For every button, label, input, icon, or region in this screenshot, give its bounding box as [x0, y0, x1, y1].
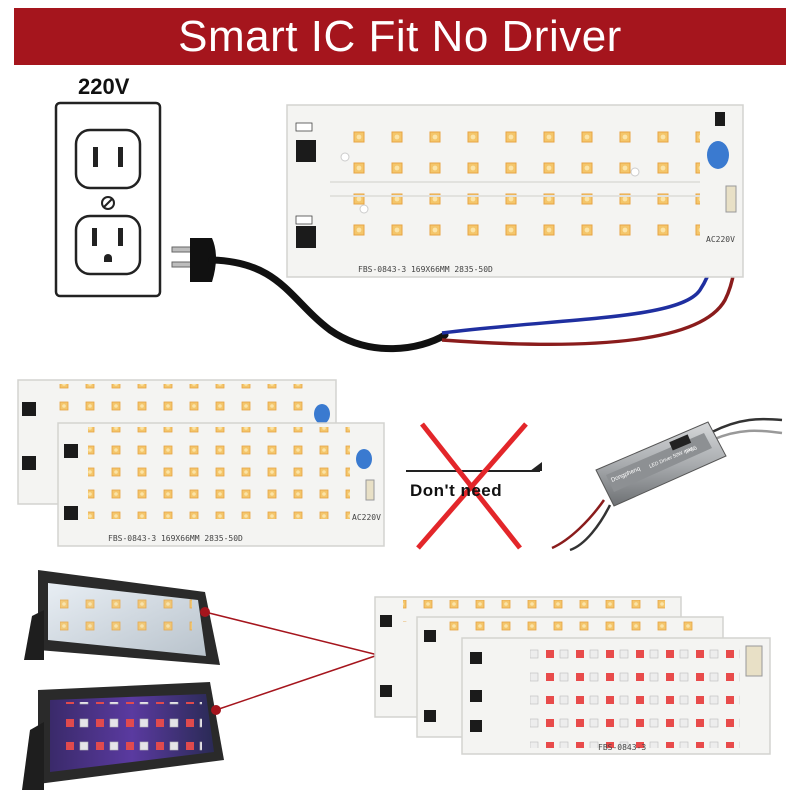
- no-driver-cross-icon: [406, 422, 542, 550]
- stacked-board-silkscreen: FBS-0843-3 169X66MM 2835-50D: [108, 534, 243, 543]
- dont-need-label: Don't need: [410, 481, 503, 500]
- white-flood-light: [24, 570, 220, 665]
- power-cable: [208, 256, 449, 353]
- stacked-board-ac-label: AC220V: [352, 513, 381, 522]
- rgb-flood-light: [22, 682, 224, 790]
- main-led-board: [286, 104, 744, 278]
- board-ac-label: AC220V: [706, 235, 735, 244]
- stacked-led-boards: [17, 379, 385, 547]
- led-driver-box: [551, 417, 783, 552]
- voltage-label: 220V: [78, 74, 130, 99]
- driver-rating: IP66: [684, 445, 698, 456]
- board-silkscreen: FBS-0843-3 169X66MM 2835-50D: [358, 265, 493, 274]
- title-banner: Smart IC Fit No Driver: [14, 8, 786, 65]
- banner-title: Smart IC Fit No Driver: [178, 11, 622, 61]
- power-plug: [171, 238, 216, 282]
- callout-lines: [200, 607, 379, 715]
- power-outlet: [54, 101, 162, 298]
- rgb-led-boards: [374, 596, 771, 755]
- rgb-board-silkscreen: FBS-0843-3: [598, 743, 646, 752]
